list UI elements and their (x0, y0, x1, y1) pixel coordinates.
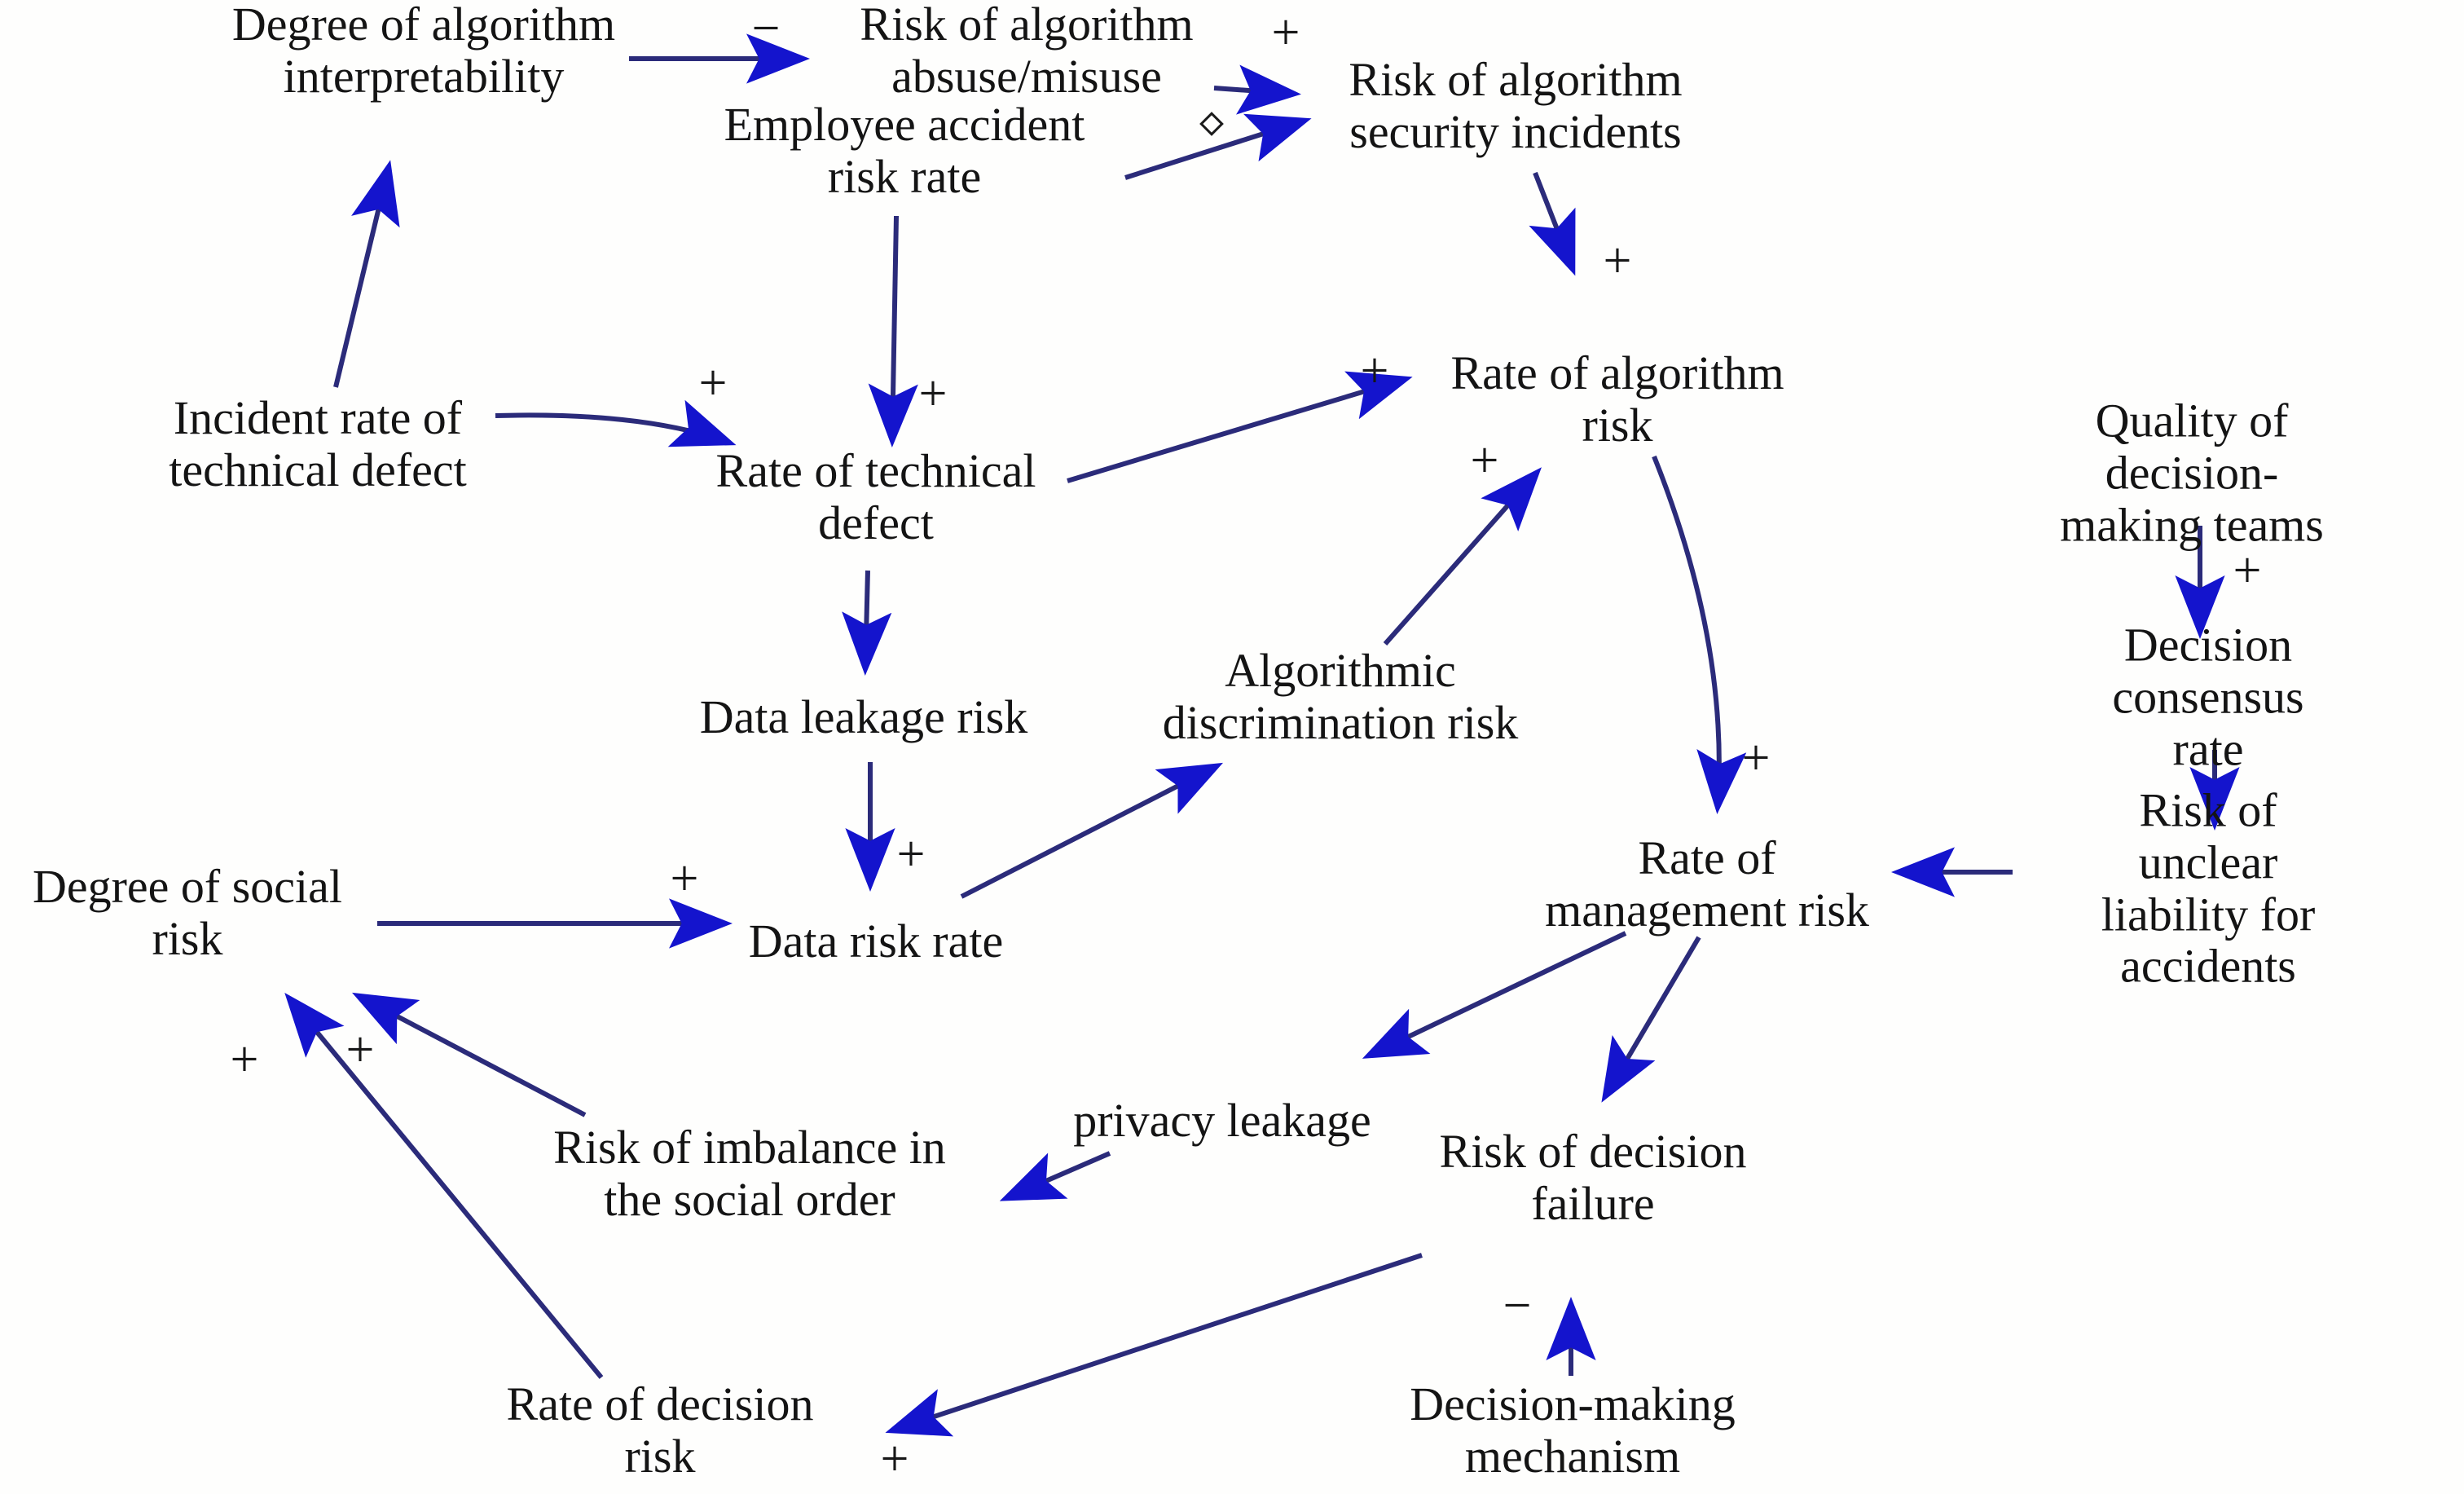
polarity-sign-incident-tech-rate-tech: + (698, 355, 728, 411)
edge-employee-acc-to-alg-security (1124, 113, 1312, 180)
node-rate-of-technical-defect[interactable]: Rate of technical defect (715, 444, 1036, 549)
node-incident-rate-of-technical-defect[interactable]: Incident rate of technical defect (169, 391, 467, 496)
edge-rate-mgmt-to-privacy-leak (1362, 931, 1627, 1059)
edge-rate-alg-risk-to-rate-mgmt (1652, 455, 1747, 814)
node-risk-of-algorithm-abuse-misuse[interactable]: Risk of algorithm absuse/misuse (860, 0, 1194, 103)
polarity-sign-data-leak-data-risk-rate: + (896, 826, 926, 882)
polarity-sign-alg-interp-alg-abuse: − (751, 1, 781, 56)
edge-decision-fail-to-rate-decision (885, 1253, 1423, 1437)
edge-rate-tech-to-rate-alg-risk (1067, 371, 1413, 483)
node-decision-consensus-rate[interactable]: Decision consensus rate (2112, 618, 2304, 775)
polarity-sign-decision-fail-rate-decision: + (880, 1431, 909, 1487)
node-privacy-leakage[interactable]: privacy leakage (1073, 1094, 1371, 1148)
edge-data-risk-rate-to-alg-discrim (960, 762, 1224, 899)
edge-alg-security-to-rate-alg-risk (1529, 171, 1576, 276)
node-risk-of-unclear-liability-for-accidents[interactable]: Risk of unclear liability for accidents (2101, 783, 2316, 993)
edge-rate-mgmt-to-decision-fail (1601, 936, 1701, 1103)
polarity-sign-quality-teams-decision-cons: + (2233, 543, 2262, 598)
node-rate-of-decision-risk[interactable]: Rate of decision risk (506, 1377, 814, 1483)
node-degree-of-social-risk[interactable]: Degree of social risk (32, 860, 343, 965)
node-risk-of-algorithm-security-incidents[interactable]: Risk of algorithm security incidents (1349, 53, 1683, 158)
edge-social-order-to-social-risk (352, 992, 587, 1117)
polarity-sign-rate-alg-risk-rate-mgmt: + (1741, 730, 1771, 786)
polarity-sign-decision-mech-decision-fail: − (1503, 1278, 1532, 1333)
node-algorithmic-discrimination-risk[interactable]: Algorithmic discrimination risk (1162, 644, 1519, 749)
node-data-risk-rate[interactable]: Data risk rate (748, 914, 1004, 968)
node-quality-of-decision-making-teams[interactable]: Quality of decision-making teams (2060, 394, 2324, 551)
node-degree-of-algorithm-interpretability[interactable]: Degree of algorithm interpretability (231, 0, 616, 103)
edge-incident-tech-to-rate-tech (495, 399, 737, 447)
edge-privacy-leak-to-social-order (999, 1151, 1111, 1201)
edge-rate-decision-to-social-risk (284, 993, 604, 1379)
node-data-leakage-risk[interactable]: Data leakage risk (699, 690, 1028, 744)
edge-alg-abuse-to-alg-security (1213, 64, 1301, 115)
polarity-sign-alg-security-rate-alg-risk: + (1603, 233, 1632, 289)
polarity-sign-employee-acc-rate-tech: + (918, 366, 948, 421)
node-decision-making-mechanism[interactable]: Decision-making mechanism (1410, 1377, 1736, 1483)
node-risk-of-imbalance-in-the-social-order[interactable]: Risk of imbalance in the social order (553, 1121, 946, 1226)
edge-employee-acc-to-rate-tech (868, 215, 918, 447)
edge-rate-tech-to-data-leak (842, 570, 892, 676)
node-employee-accident-risk-rate[interactable]: Employee accident risk rate (724, 98, 1085, 203)
polarity-sign-social-order-social-risk: + (345, 1022, 375, 1078)
node-rate-of-algorithm-risk[interactable]: Rate of algorithm risk (1450, 346, 1784, 452)
polarity-sign-rate-decision-social-risk: + (230, 1032, 259, 1087)
polarity-sign-rate-tech-rate-alg-risk: + (1360, 343, 1389, 399)
node-rate-of-management-risk[interactable]: Rate of management risk (1545, 831, 1869, 937)
edge-incident-tech-to-alg-interp (333, 160, 400, 388)
node-risk-of-decision-failure[interactable]: Risk of decision failure (1439, 1125, 1747, 1230)
polarity-sign-alg-discrim-rate-alg-risk: + (1470, 433, 1499, 488)
polarity-sign-social-risk-data-risk-rate: + (670, 851, 699, 906)
polarity-sign-alg-abuse-alg-security: + (1271, 5, 1300, 60)
edge-alg-discrim-to-rate-alg-risk (1383, 467, 1542, 646)
